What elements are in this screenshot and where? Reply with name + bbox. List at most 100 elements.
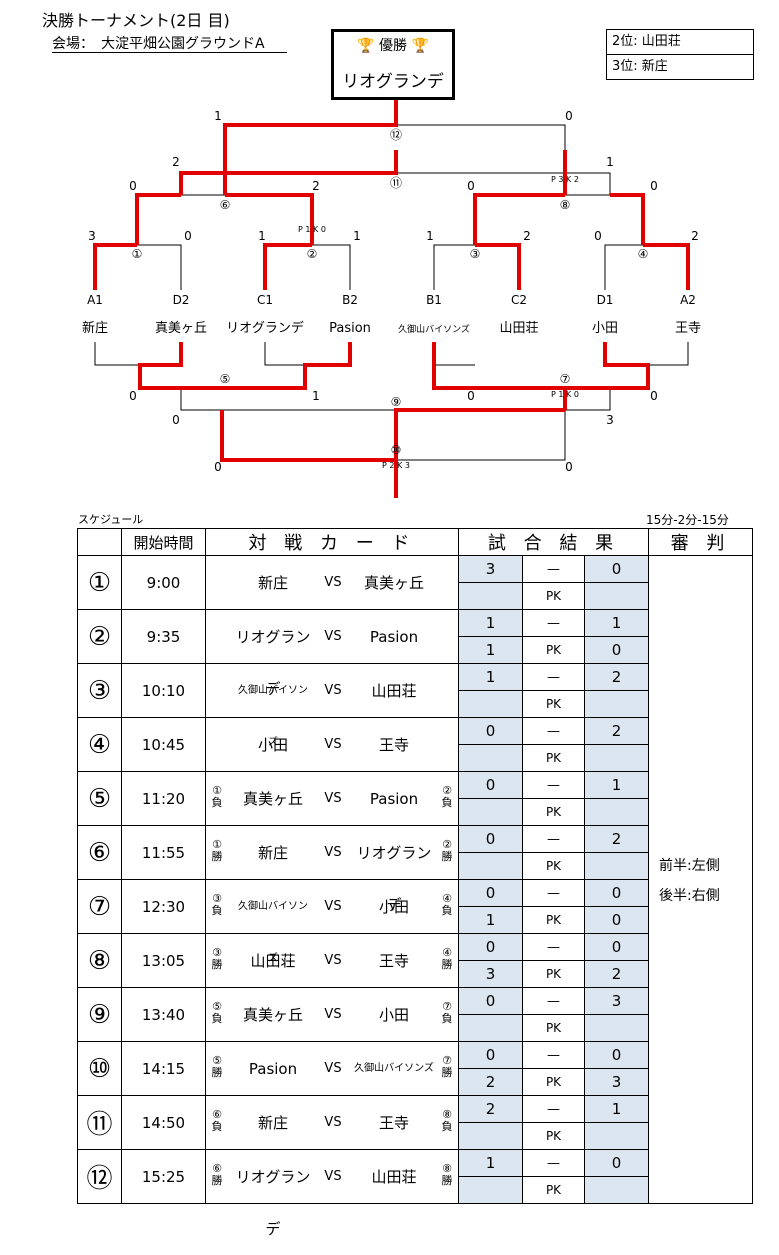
match-number: ⑧ <box>77 933 122 988</box>
pk-a <box>458 1122 523 1150</box>
vs-label: VS <box>324 682 342 698</box>
bracket-scores: 3 0 1 1 1 2 0 2 0 2 0 0 2 1 1 0 0 1 0 0 … <box>88 109 699 474</box>
match-number: ⑫ <box>77 1149 122 1204</box>
score-dash: — <box>522 1095 585 1123</box>
match-time: 10:10 <box>121 663 206 718</box>
svg-text:P 1 K 0: P 1 K 0 <box>551 390 579 399</box>
score-dash: — <box>522 555 585 583</box>
vs-label: VS <box>324 1060 342 1076</box>
pk-a <box>458 1176 523 1204</box>
match-time: 13:05 <box>121 933 206 988</box>
svg-text:B2: B2 <box>342 293 358 307</box>
mark-2: ② <box>307 247 318 261</box>
pk-b <box>583 582 650 610</box>
match-time: 11:20 <box>121 771 206 826</box>
col-ref: 審 判 <box>648 528 754 556</box>
pk-a <box>458 582 523 610</box>
pk-b: 3 <box>583 1068 650 1096</box>
pk-b <box>583 1014 650 1042</box>
pk-label: PK <box>522 1068 585 1096</box>
pk-b <box>583 798 650 826</box>
score-dash: — <box>522 717 585 745</box>
score-b: 1 <box>583 609 650 637</box>
pk-a: 1 <box>458 906 523 934</box>
match-number: ⑦ <box>77 879 122 934</box>
svg-text:P 3 K 2: P 3 K 2 <box>551 175 579 184</box>
mark-3: ③ <box>470 247 481 261</box>
match-pk-row: PK <box>78 690 753 718</box>
vs-label: VS <box>324 1168 342 1184</box>
champion-label: 🏆 優勝 🏆 <box>357 38 429 54</box>
pk-b: 0 <box>583 906 650 934</box>
team-b: Pasion <box>369 627 419 646</box>
score-a: 2 <box>458 1095 523 1123</box>
champion-name: リオグランデ <box>342 72 444 92</box>
svg-text:0: 0 <box>172 413 180 427</box>
score-a: 0 <box>458 825 523 853</box>
svg-text:0: 0 <box>184 229 192 243</box>
pk-label: PK <box>522 690 585 718</box>
mark-10: ⑩ <box>391 443 402 457</box>
svg-text:C2: C2 <box>511 293 527 307</box>
vs-label: VS <box>324 1006 342 1022</box>
svg-text:0: 0 <box>467 179 475 193</box>
pk-a: 1 <box>458 636 523 664</box>
champion-box: 🏆 優勝 🏆 リオグランデ <box>331 29 455 100</box>
score-a: 0 <box>458 717 523 745</box>
venue-label: 会場： 大淀平畑公園グラウンドA <box>52 36 265 52</box>
team-a: 新庄 <box>257 1113 288 1132</box>
team-a: 新庄 <box>257 843 288 862</box>
svg-text:P 2 K 3: P 2 K 3 <box>382 461 410 470</box>
mark-9: ⑨ <box>391 395 402 409</box>
team-b: 王寺 <box>378 1113 409 1132</box>
team-a: Pasion <box>248 1059 298 1078</box>
team-a: 新庄 <box>257 573 288 592</box>
mark-7: ⑦ <box>560 372 571 386</box>
mark-6: ⑥ <box>220 198 231 212</box>
svg-text:0: 0 <box>129 389 137 403</box>
match-number: ① <box>77 555 122 610</box>
pk-marks: P 1 K 0 P 3 K 2 P 1 K 0 P 2 K 3 <box>298 175 579 470</box>
pk-label: PK <box>522 960 585 988</box>
match-number: ③ <box>77 663 122 718</box>
team-b: 山田荘 <box>371 1167 417 1186</box>
team-names: 新庄 真美ヶ丘 リオグランデ Pasion 久御山バイソンズ 山田荘 小田 王寺 <box>82 320 701 336</box>
svg-text:小田: 小田 <box>592 321 618 336</box>
score-b: 1 <box>583 771 650 799</box>
vs-label: VS <box>324 844 342 860</box>
team-b: 小田 <box>378 897 409 916</box>
team-a: 山田荘 <box>250 951 296 970</box>
pk-label: PK <box>522 636 585 664</box>
svg-text:D1: D1 <box>597 293 614 307</box>
places-box: 2位: 山田荘 3位: 新庄 <box>606 29 754 80</box>
pk-a: 3 <box>458 960 523 988</box>
score-b: 0 <box>583 933 650 961</box>
match-time: 10:45 <box>121 717 206 772</box>
match-number: ⑪ <box>77 1095 122 1150</box>
venue-underline <box>52 52 287 53</box>
pk-b <box>583 1122 650 1150</box>
score-dash: — <box>522 1041 585 1069</box>
match-number: ② <box>77 609 122 664</box>
team-a: リオグランデ <box>235 1167 311 1238</box>
pk-a <box>458 744 523 772</box>
